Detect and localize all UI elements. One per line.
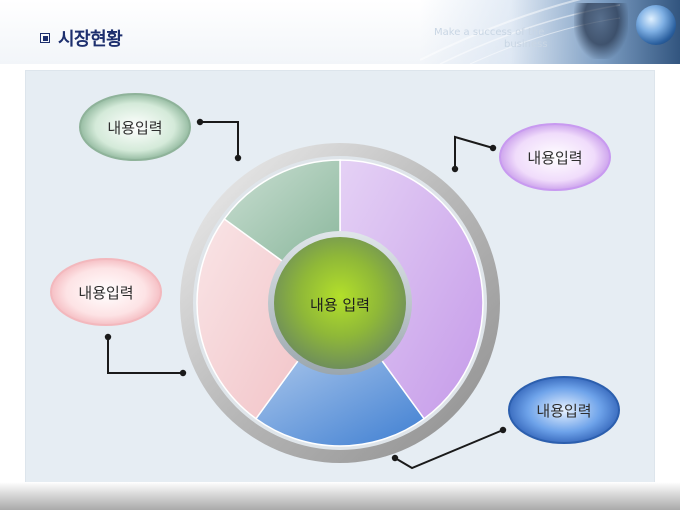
segment-blue-gloss <box>255 356 425 446</box>
connector-top-left <box>200 121 239 158</box>
page-title: 시장현황 <box>58 29 123 50</box>
connector-bottom-right <box>394 429 504 470</box>
header-slogan: Make a success of the business <box>434 27 564 51</box>
center-disc <box>274 237 406 369</box>
globe-icon <box>636 5 676 45</box>
businessman-image <box>574 3 628 59</box>
bubble-label-top-right: 내용입력 <box>527 148 583 167</box>
bubble-left <box>50 258 162 326</box>
segment-purple-gloss <box>340 160 483 419</box>
bubble-top-right <box>499 123 611 191</box>
connector-top-right <box>454 135 494 169</box>
bubble-label-bottom-right: 내용입력 <box>536 401 592 420</box>
header-banner: Make a success of the business <box>0 0 680 64</box>
connector-lines <box>107 121 504 470</box>
bubble-top-left <box>79 93 191 161</box>
title-bullet-icon <box>40 33 50 43</box>
center-label: 내용 입력 <box>310 295 370 314</box>
segment-pink-gloss <box>197 218 302 419</box>
segment-group <box>196 159 484 447</box>
bubble-label-top-left: 내용입력 <box>107 118 163 137</box>
bubble-label-left: 내용입력 <box>78 283 134 302</box>
bubble-bottom-right <box>508 376 620 444</box>
connector-dots <box>104 118 507 462</box>
page-title-group: 시장현황 <box>40 27 123 50</box>
connector-bottom-left <box>107 337 183 374</box>
footer-bar <box>0 482 680 510</box>
slogan-line-2: business <box>504 39 548 50</box>
slogan-line-1: Make a success of the <box>434 27 545 38</box>
